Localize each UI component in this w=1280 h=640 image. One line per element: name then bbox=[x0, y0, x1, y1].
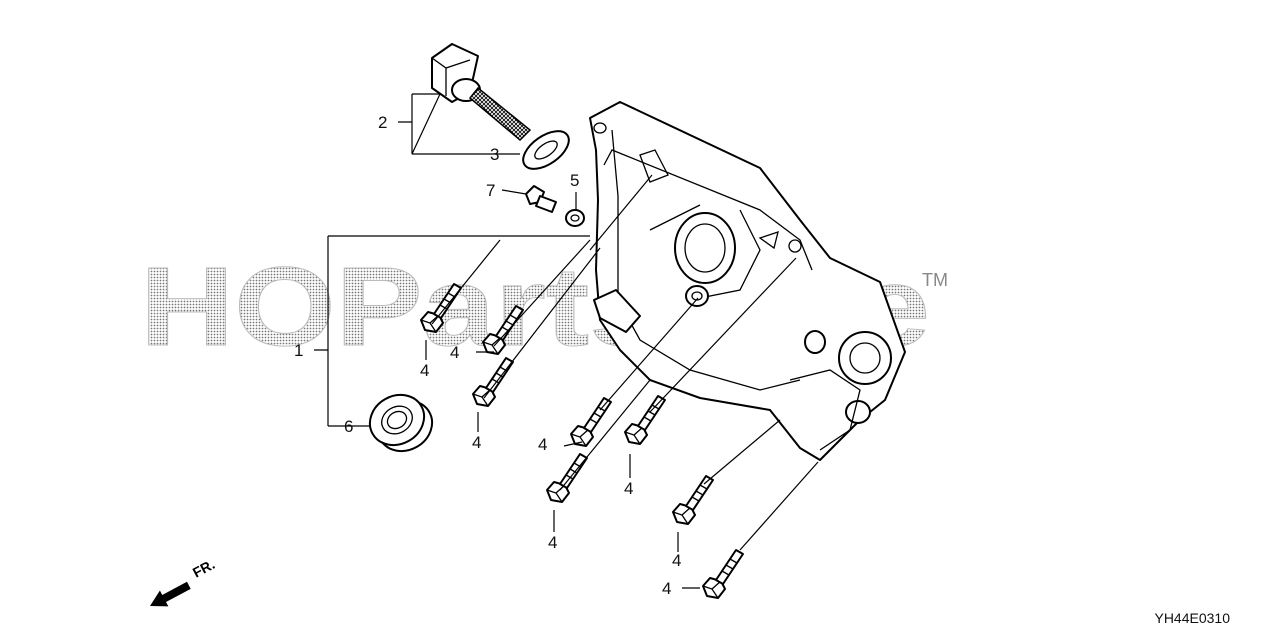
callout-labels: 2 3 7 5 1 6 4 4 4 4 4 4 4 4 bbox=[294, 113, 681, 598]
callout-4f: 4 bbox=[548, 533, 557, 552]
callout-6: 6 bbox=[344, 417, 353, 436]
bolt-7 bbox=[525, 185, 557, 213]
o-ring bbox=[522, 130, 570, 170]
crankcase-cover bbox=[589, 101, 906, 461]
leader-lines bbox=[314, 93, 819, 589]
callout-4a: 4 bbox=[420, 361, 429, 380]
oil-seal bbox=[368, 393, 434, 453]
callout-3: 3 bbox=[490, 145, 499, 164]
callout-2: 2 bbox=[378, 113, 387, 132]
arrow-icon bbox=[150, 581, 191, 607]
dipstick-cap bbox=[431, 43, 532, 142]
bolt-4g bbox=[672, 475, 714, 525]
callout-7: 7 bbox=[486, 181, 495, 200]
callout-4g: 4 bbox=[672, 551, 681, 570]
bolt-4d bbox=[570, 397, 612, 447]
callout-4b: 4 bbox=[450, 343, 459, 362]
bolt-4h bbox=[702, 549, 744, 599]
front-direction-marker: FR. bbox=[150, 556, 217, 607]
callout-5: 5 bbox=[570, 171, 579, 190]
callout-4c: 4 bbox=[472, 433, 481, 452]
diagram-code: YH44E0310 bbox=[1154, 610, 1230, 626]
bolt-4f bbox=[546, 453, 588, 503]
callout-1: 1 bbox=[294, 341, 303, 360]
watermark-tm: TM bbox=[922, 270, 948, 290]
fr-label: FR. bbox=[190, 556, 217, 581]
washer-5 bbox=[565, 209, 585, 227]
callout-4d: 4 bbox=[538, 435, 547, 454]
callout-4e: 4 bbox=[624, 479, 633, 498]
callout-4h: 4 bbox=[662, 579, 671, 598]
